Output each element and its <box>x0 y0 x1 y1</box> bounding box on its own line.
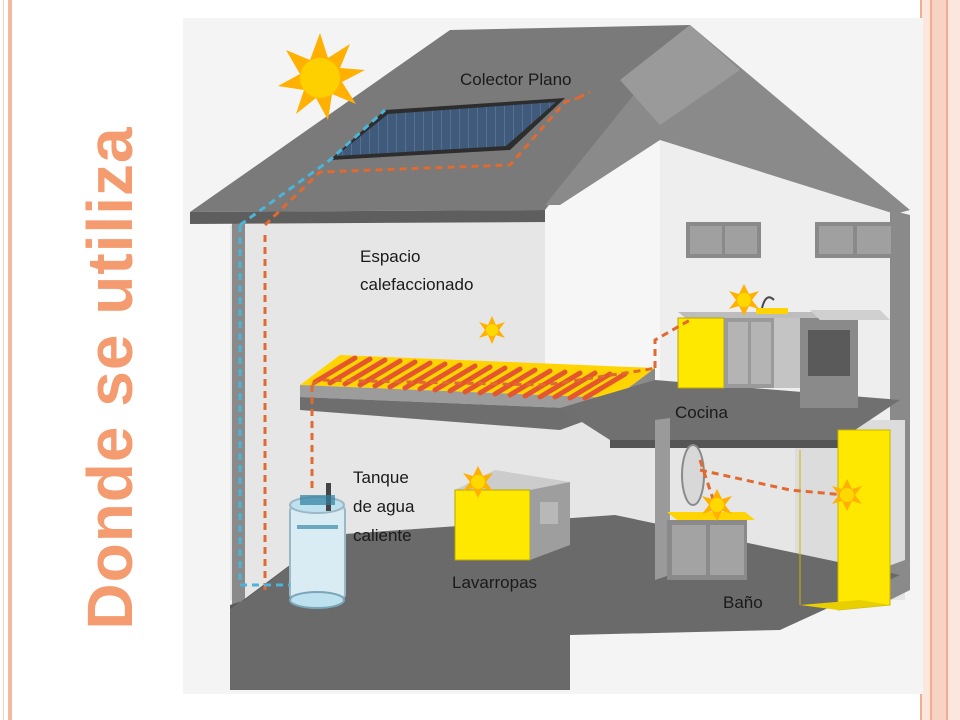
washer-label: Lavarropas <box>452 573 537 592</box>
slide-frame-left-thin <box>3 0 4 720</box>
collector-label: Colector Plano <box>460 70 572 89</box>
kitchen-upper-cabinets <box>686 222 895 258</box>
bathroom-label: Baño <box>723 593 763 612</box>
slide-title: Donde se utiliza <box>74 126 146 630</box>
left-outer-wall <box>232 222 245 605</box>
kitchen-counter <box>677 310 890 408</box>
tank-label-line3: caliente <box>353 526 412 545</box>
bathroom-vanity <box>667 512 755 580</box>
heated-space-label-line2: calefaccionado <box>360 275 473 294</box>
cold-water-circuit <box>238 108 387 587</box>
sun-icon <box>278 33 365 120</box>
hot-water-circuit <box>263 90 846 595</box>
tank-label-line1: Tanque <box>353 468 409 487</box>
solar-collector-panel <box>330 98 565 160</box>
tank-label-line2: de agua <box>353 497 415 516</box>
faucet-icon <box>756 296 788 314</box>
solar-house-diagram: Colector Plano Espacio calefaccionado Ta… <box>183 18 923 694</box>
washing-machine <box>454 470 570 561</box>
slide-frame-left <box>8 0 12 720</box>
shower-enclosure <box>799 429 891 611</box>
bathroom-partition <box>655 418 670 580</box>
bathroom-mirror <box>681 444 705 506</box>
heated-space-label-line1: Espacio <box>360 247 420 266</box>
kitchen-label: Cocina <box>675 403 728 422</box>
hot-water-tank <box>289 483 346 609</box>
heat-marker-icon <box>463 284 862 521</box>
slide-frame-right <box>920 0 960 720</box>
right-roof <box>545 25 910 214</box>
